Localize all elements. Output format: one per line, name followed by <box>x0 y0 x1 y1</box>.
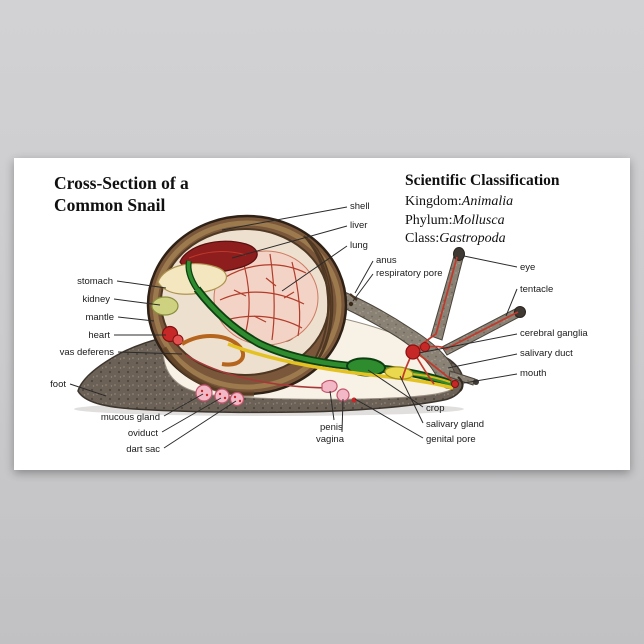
cerebral-ganglia <box>405 344 421 360</box>
tentacle-tip <box>514 306 526 318</box>
kidney <box>151 296 179 316</box>
label-respiratory-pore: respiratory pore <box>376 268 443 279</box>
label-salivary-duct: salivary duct <box>520 348 573 359</box>
label-vas-deferens: vas deferens <box>59 347 114 358</box>
label-shell: shell <box>350 201 370 212</box>
label-lung: lung <box>350 240 368 251</box>
snail-eye <box>453 247 465 261</box>
phylum-rank: Phylum: <box>405 212 453 228</box>
label-mouth: mouth <box>520 368 547 379</box>
poster: Cross-Section of a Common Snail Scientif… <box>14 158 630 470</box>
label-kidney: kidney <box>82 294 110 305</box>
label-mucous-gland: mucous gland <box>100 412 160 423</box>
classification-class: Class:Gastropoda <box>405 230 560 249</box>
label-eye: eye <box>520 262 536 273</box>
label-liver: liver <box>350 220 368 231</box>
kingdom-value: Animalia <box>461 194 514 209</box>
scientific-classification: Scientific Classification Kingdom:Animal… <box>405 172 560 249</box>
label-salivary-gland: salivary gland <box>426 419 485 430</box>
label-oviduct: oviduct <box>127 428 158 439</box>
classification-phylum: Phylum:Mollusca <box>405 212 560 231</box>
mucous-gland <box>195 384 213 402</box>
lower-tentacle-tip <box>473 379 479 385</box>
label-crop: crop <box>426 403 445 414</box>
label-cerebral-ganglia: cerebral ganglia <box>520 328 588 339</box>
vas-deferens-line <box>185 354 329 389</box>
phylum-value: Mollusca <box>452 212 505 228</box>
respiratory-pore-dot <box>348 301 354 307</box>
leader-lines <box>69 206 518 449</box>
mouth-line <box>457 376 464 392</box>
classification-heading: Scientific Classification <box>405 172 560 189</box>
label-tentacle: tentacle <box>520 284 554 295</box>
classification-kingdom: Kingdom:Animalia <box>405 193 560 212</box>
anus-slit <box>349 293 358 301</box>
kingdom-rank: Kingdom: <box>405 194 462 209</box>
label-genital-pore: genital pore <box>426 434 476 445</box>
label-dart-sac: dart sac <box>126 444 160 455</box>
shell-organs <box>151 240 319 346</box>
snail-illustration <box>69 206 526 449</box>
label-vagina: vagina <box>316 434 344 445</box>
label-heart: heart <box>88 330 110 341</box>
label-anus: anus <box>376 255 397 266</box>
label-penis: penis <box>320 422 343 433</box>
label-stomach: stomach <box>77 276 113 287</box>
label-mantle: mantle <box>85 312 114 323</box>
oviduct <box>214 388 230 404</box>
class-rank: Class: <box>405 231 440 246</box>
poster-title-line1: Cross-Section of a <box>54 173 189 193</box>
poster-title: Cross-Section of a Common Snail <box>54 172 189 216</box>
poster-title-line2: Common Snail <box>54 195 166 215</box>
class-value: Gastropoda <box>439 231 506 246</box>
buccal-mass <box>451 380 459 388</box>
label-foot: foot <box>50 379 66 390</box>
lower-tentacle <box>448 370 476 386</box>
penis <box>321 379 338 393</box>
